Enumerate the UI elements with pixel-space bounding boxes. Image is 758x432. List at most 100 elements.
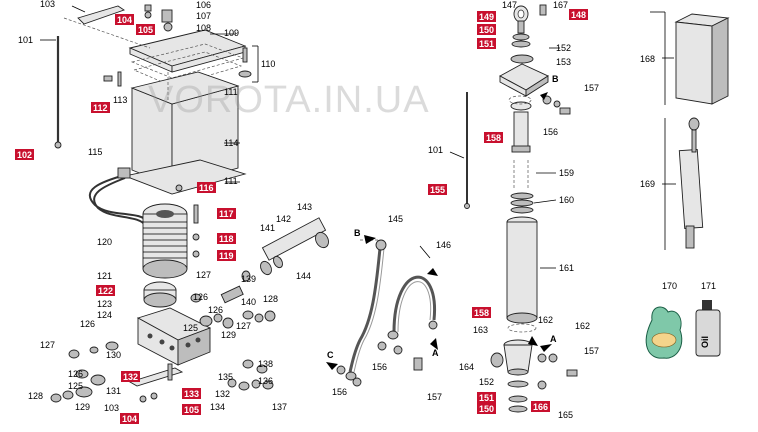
callout-150-b: 150 xyxy=(479,404,494,414)
callout-141: 141 xyxy=(260,223,275,233)
callout-113: 113 xyxy=(113,95,127,105)
direction-label-b: B xyxy=(354,228,361,238)
cylinder-group xyxy=(464,4,578,413)
callout-127-b: 127 xyxy=(196,270,211,280)
callout-162-b: 162 xyxy=(575,321,590,331)
callout-170: 170 xyxy=(662,281,677,291)
callout-157-b: 157 xyxy=(584,83,599,93)
callout-118: 118 xyxy=(219,234,234,244)
highlight-boxes xyxy=(15,9,588,424)
callout-112: 112 xyxy=(93,103,108,113)
callout-111: 111 xyxy=(224,87,238,97)
callout-163: 163 xyxy=(473,325,488,335)
callout-148: 148 xyxy=(571,10,586,20)
callout-158: 158 xyxy=(486,133,501,143)
callout-165: 165 xyxy=(558,410,573,420)
callout-120: 120 xyxy=(97,237,112,247)
callout-129-b: 129 xyxy=(221,330,236,340)
callout-103: 103 xyxy=(40,0,55,9)
callout-107: 107 xyxy=(196,11,211,21)
callout-136: 136 xyxy=(258,376,273,386)
callout-116: 116 xyxy=(199,183,214,193)
callout-102: 102 xyxy=(17,150,32,160)
callout-114: 114 xyxy=(224,138,238,148)
watermark: VOROTA.IN.UA xyxy=(148,79,430,121)
callout-108: 108 xyxy=(196,23,211,33)
callout-162: 162 xyxy=(538,315,553,325)
callout-138: 138 xyxy=(258,359,273,369)
callout-156-b: 156 xyxy=(332,387,347,397)
callout-142: 142 xyxy=(276,214,291,224)
direction-arrows xyxy=(326,92,552,370)
callout-144: 144 xyxy=(296,271,311,281)
callout-155: 155 xyxy=(430,185,445,195)
callout-123: 123 xyxy=(97,299,112,309)
callout-150: 150 xyxy=(479,25,494,35)
callout-147: 147 xyxy=(502,0,517,10)
callout-126-d: 126 xyxy=(208,305,223,315)
callout-labels-highlighted: 104 105 112 102 116 117 118 119 122 132 … xyxy=(17,10,586,424)
callout-143: 143 xyxy=(297,202,312,212)
callout-132-h: 132 xyxy=(123,372,138,382)
callout-111-b: 111 xyxy=(224,176,238,186)
callout-169: 169 xyxy=(640,179,655,189)
callout-156: 156 xyxy=(372,362,387,372)
callout-130: 130 xyxy=(106,350,121,360)
callout-117: 117 xyxy=(219,209,234,219)
callout-128: 128 xyxy=(28,391,43,401)
callout-135: 135 xyxy=(218,372,233,382)
callout-127-c: 127 xyxy=(236,321,251,331)
hose-group xyxy=(336,239,438,387)
callout-101-b: 101 xyxy=(428,145,443,155)
callout-145: 145 xyxy=(388,214,403,224)
callout-152: 152 xyxy=(556,43,571,53)
callout-labels: 103 101 106 107 108 109 110 111 113 114 … xyxy=(18,0,716,420)
callout-160: 160 xyxy=(559,195,574,205)
callout-125-b: 125 xyxy=(183,323,198,333)
motor-group xyxy=(88,167,212,403)
direction-label-a: A xyxy=(432,348,439,358)
callout-149: 149 xyxy=(479,12,494,22)
callout-122: 122 xyxy=(98,286,113,296)
callout-140: 140 xyxy=(241,297,256,307)
callout-164: 164 xyxy=(459,362,474,372)
valves-center-group xyxy=(190,217,329,391)
callout-171: 171 xyxy=(701,281,716,291)
callout-127: 127 xyxy=(40,340,55,350)
callout-146: 146 xyxy=(436,240,451,250)
callout-156-c: 156 xyxy=(543,127,558,137)
callout-126-c: 126 xyxy=(193,292,208,302)
callout-137: 137 xyxy=(272,402,287,412)
callout-115: 115 xyxy=(88,147,102,157)
callout-152-b: 152 xyxy=(479,377,494,387)
callout-131: 131 xyxy=(106,386,121,396)
callout-105: 105 xyxy=(138,25,153,35)
callout-124: 124 xyxy=(97,310,112,320)
callout-168: 168 xyxy=(640,54,655,64)
callout-105-b: 105 xyxy=(184,405,199,415)
callout-166: 166 xyxy=(533,402,548,412)
callout-159: 159 xyxy=(559,168,574,178)
callout-126: 126 xyxy=(80,319,95,329)
oil-label: Oil xyxy=(700,336,710,348)
motor-windings xyxy=(143,221,187,259)
callout-128-b: 128 xyxy=(263,294,278,304)
callout-161: 161 xyxy=(559,263,574,273)
reservoir-group xyxy=(54,4,252,195)
callout-151: 151 xyxy=(479,39,494,49)
callout-158-b: 158 xyxy=(474,308,489,318)
direction-label-b-2: B xyxy=(552,74,559,84)
callout-104: 104 xyxy=(117,15,132,25)
callout-129: 129 xyxy=(75,402,90,412)
callout-132: 132 xyxy=(215,389,230,399)
callout-110: 110 xyxy=(261,59,275,69)
callout-139: 139 xyxy=(241,274,256,284)
callout-104-b: 104 xyxy=(122,414,137,424)
accessories-group xyxy=(645,13,730,359)
callout-103-b: 103 xyxy=(104,403,119,413)
callout-153: 153 xyxy=(556,57,571,67)
callout-106: 106 xyxy=(196,0,211,10)
callout-157: 157 xyxy=(427,392,442,402)
callout-121: 121 xyxy=(97,271,112,281)
